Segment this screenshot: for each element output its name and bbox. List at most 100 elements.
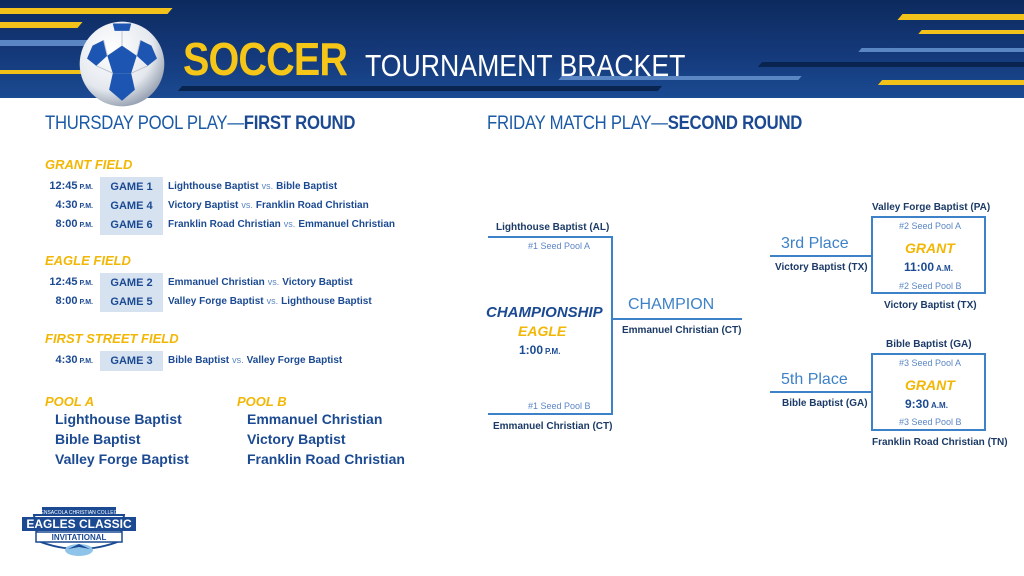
game-label: GAME 4 <box>110 200 153 212</box>
third-top-team: Valley Forge Baptist (PA) <box>872 202 991 213</box>
vs-label: vs. <box>283 219 296 229</box>
team-name: Lighthouse Baptist <box>281 296 372 307</box>
thursday-heading: THURSDAY POOL PLAY—FIRST ROUND <box>45 113 355 135</box>
pool-team: Bible Baptist <box>55 431 141 447</box>
game-time-value: 4:30 <box>55 199 78 211</box>
bracket-line <box>488 413 612 415</box>
championship-bottom-team: Emmanuel Christian (CT) <box>493 421 613 432</box>
game-time-value: 4:30 <box>55 354 78 366</box>
pool-team: Lighthouse Baptist <box>55 411 182 427</box>
game-time-value: 8:00 <box>55 218 78 230</box>
championship-top-team: Lighthouse Baptist (AL) <box>496 222 610 233</box>
fifth-field: GRANT <box>905 377 955 393</box>
team-name: Bible Baptist <box>168 355 230 366</box>
team-name: Emmanuel Christian <box>298 219 396 230</box>
game-time-ampm: P.M. <box>79 203 94 210</box>
fifth-place-winner: Bible Baptist (GA) <box>782 398 868 409</box>
third-bottom-team: Victory Baptist (TX) <box>884 300 977 311</box>
pool-a-title: POOL A <box>45 394 95 409</box>
pool-b-title: POOL B <box>237 394 287 409</box>
game-label: GAME 2 <box>110 277 153 289</box>
fifth-bottom-team: Franklin Road Christian (TN) <box>872 437 1008 448</box>
field-name-eagle: EAGLE FIELD <box>45 253 131 268</box>
logo-top-text: PENSACOLA CHRISTIAN COLLEGE <box>37 510 121 516</box>
bracket-line <box>984 353 986 431</box>
fifth-bottom-seed: #3 Seed Pool B <box>899 417 962 427</box>
time-ampm: A.M. <box>936 264 953 273</box>
vs-label: vs. <box>232 355 244 365</box>
champion-team: Emmanuel Christian (CT) <box>622 325 742 336</box>
vs-label: vs. <box>266 296 279 306</box>
friday-heading: FRIDAY MATCH PLAY—SECOND ROUND <box>487 113 802 135</box>
field-name-grant: GRANT FIELD <box>45 157 133 172</box>
game-label: GAME 6 <box>110 219 153 231</box>
team-name: Valley Forge Baptist <box>168 296 264 307</box>
third-place-label: 3rd Place <box>781 235 849 252</box>
game-label: GAME 1 <box>110 181 153 193</box>
bracket-line <box>984 216 986 294</box>
game-time-ampm: P.M. <box>79 299 94 306</box>
soccer-ball-icon <box>79 21 165 107</box>
game-label: GAME 3 <box>110 355 153 367</box>
logo-main-text: EAGLES CLASSIC <box>26 517 132 531</box>
friday-heading-plain: FRIDAY MATCH PLAY— <box>487 113 668 134</box>
thursday-heading-bold: FIRST ROUND <box>243 113 356 134</box>
thursday-heading-plain: THURSDAY POOL PLAY— <box>45 113 244 134</box>
bracket-line <box>871 216 873 294</box>
championship-bottom-seed: #1 Seed Pool B <box>528 401 591 411</box>
team-name: Valley Forge Baptist <box>246 355 343 366</box>
title-soccer: SOCCER <box>183 33 348 85</box>
fifth-top-seed: #3 Seed Pool A <box>899 358 962 368</box>
friday-heading-bold: SECOND ROUND <box>667 113 803 134</box>
game-block <box>100 177 163 235</box>
third-bottom-seed: #2 Seed Pool B <box>899 281 962 291</box>
banner-stripe <box>918 30 1024 34</box>
game-time-ampm: P.M. <box>79 184 94 191</box>
banner-stripe <box>177 86 663 91</box>
team-name: Victory Baptist <box>168 200 239 211</box>
game-time-ampm: P.M. <box>79 358 94 365</box>
fifth-place-label: 5th Place <box>781 371 848 388</box>
bracket-line <box>770 255 872 257</box>
game-label: GAME 5 <box>110 296 153 308</box>
header-banner: SOCCER TOURNAMENT BRACKET <box>0 0 1024 98</box>
vs-label: vs. <box>241 200 253 210</box>
team-name: Lighthouse Baptist <box>168 181 259 192</box>
team-name: Emmanuel Christian <box>168 277 265 288</box>
eagles-classic-logo: PENSACOLA CHRISTIAN COLLEGE EAGLES CLASS… <box>22 507 136 556</box>
field-name-first-street: FIRST STREET FIELD <box>45 331 179 346</box>
bracket-line <box>871 429 986 431</box>
bracket-line <box>770 391 872 393</box>
pool-team: Victory Baptist <box>247 431 346 447</box>
banner-stripe <box>858 48 1024 52</box>
banner-stripe <box>757 62 1024 67</box>
bracket-line <box>871 353 986 355</box>
pool-team: Valley Forge Baptist <box>55 451 189 467</box>
bracket-line <box>871 292 986 294</box>
third-place-winner: Victory Baptist (TX) <box>775 262 868 273</box>
championship-field: EAGLE <box>518 323 567 339</box>
champion-label: CHAMPION <box>628 296 715 313</box>
third-top-seed: #2 Seed Pool A <box>899 221 962 231</box>
bracket-line <box>871 216 986 218</box>
page-title: SOCCER TOURNAMENT BRACKET <box>183 32 685 86</box>
time-ampm: P.M. <box>545 347 561 356</box>
pool-team: Emmanuel Christian <box>247 411 383 427</box>
bracket-line <box>488 236 612 238</box>
championship-title: CHAMPIONSHIP <box>486 304 603 321</box>
vs-label: vs. <box>267 277 280 287</box>
